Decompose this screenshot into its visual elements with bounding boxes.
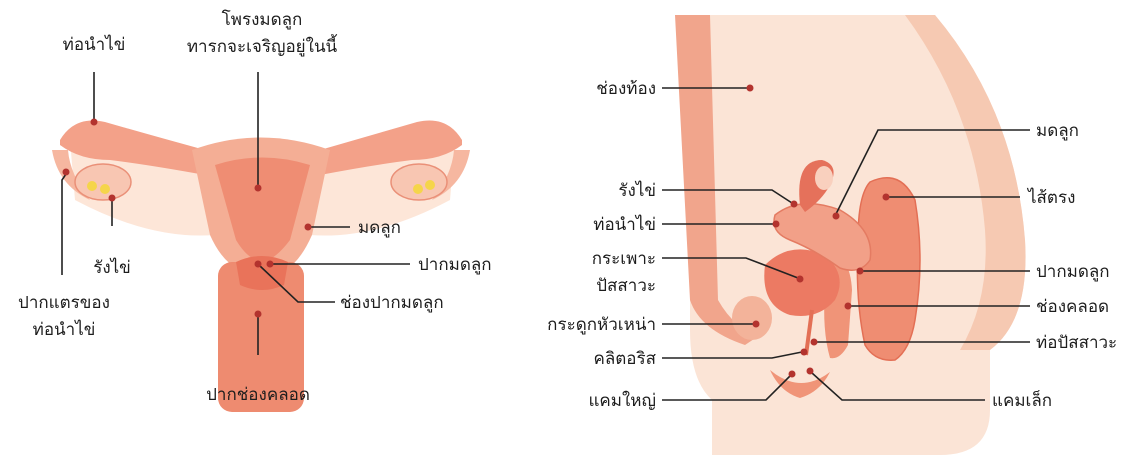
label-ovary: รังไข่	[93, 257, 131, 278]
leader-dot	[109, 195, 116, 202]
label-labia-majora: แคมใหญ่	[588, 390, 656, 411]
label-rectum: ไส้ตรง	[1026, 187, 1075, 208]
follicle	[413, 184, 423, 194]
leader-dot	[747, 85, 754, 92]
label-cervix-sagittal: ปากมดลูก	[1036, 262, 1110, 282]
leader-dot	[91, 119, 98, 126]
label-cervix: ปากมดลูก	[418, 255, 492, 275]
label-uterus-sagittal: มดลูก	[1036, 121, 1079, 141]
label-labia-minora: แคมเล็ก	[992, 389, 1052, 411]
ovary-sagittal	[815, 166, 833, 190]
leader-dot	[857, 268, 864, 275]
label-clitoris: คลิตอริส	[593, 349, 656, 369]
follicle	[87, 181, 97, 191]
leader-dot	[773, 221, 780, 228]
leader-dot	[797, 276, 804, 283]
label-fimbriae-line2: ท่อนำไข่	[33, 319, 96, 340]
leader-dot	[267, 261, 274, 268]
rectum	[857, 178, 920, 360]
label-bladder-line2: ปัสสาวะ	[596, 276, 656, 296]
label-cervical-canal: ช่องปากมดลูก	[340, 293, 444, 313]
follicle	[425, 180, 435, 190]
label-pubic-bone: กระดูกหัวเหน่า	[547, 315, 656, 335]
uterus-front-view: ท่อนำไข่ โพรงมดลูก ทารกจะเจริญอยู่ในนี้ …	[18, 9, 492, 412]
label-urethra: ท่อปัสสาวะ	[1036, 333, 1117, 353]
follicle	[100, 184, 110, 194]
leader-dot	[883, 194, 890, 201]
label-bladder-line1: กระเพาะ	[592, 249, 656, 269]
ovary-left	[75, 164, 131, 200]
label-fimbriae-line1: ปากแตรของ	[18, 293, 110, 313]
leader-dot	[807, 368, 814, 375]
pubic-bone	[732, 296, 772, 340]
leader-dot	[255, 261, 262, 268]
ovary-right	[391, 164, 447, 200]
label-uterus: มดลูก	[358, 218, 401, 238]
leader-dot	[845, 303, 852, 310]
label-fallopian-tube: ท่อนำไข่	[63, 34, 126, 55]
leader-dot	[789, 371, 796, 378]
leader-dot	[791, 201, 798, 208]
leader-dot	[305, 224, 312, 231]
leader-dot	[255, 185, 262, 192]
pelvis-sagittal-view: ช่องท้อง มดลูก รังไข่ ท่อนำไข่ ไส้ตรง กร…	[547, 15, 1117, 455]
label-fallopian-tube-sagittal: ท่อนำไข่	[593, 214, 656, 235]
label-vaginal-opening: ปากช่องคลอด	[206, 385, 310, 405]
leader-dot	[833, 213, 840, 220]
label-endometrium-line1: โพรงมดลูก	[222, 9, 303, 30]
label-ovary-sagittal: รังไข่	[618, 180, 656, 201]
leader-dot	[63, 169, 70, 176]
leader-dot	[255, 311, 262, 318]
label-endometrium-line2: ทารกจะเจริญอยู่ในนี้	[187, 34, 338, 57]
leader-dot	[753, 321, 760, 328]
leader-dot	[801, 349, 808, 356]
label-abdominal-cavity: ช่องท้อง	[596, 79, 656, 99]
leader-dot	[811, 339, 818, 346]
label-vagina-sagittal: ช่องคลอด	[1036, 297, 1109, 317]
leader-line	[62, 174, 66, 275]
